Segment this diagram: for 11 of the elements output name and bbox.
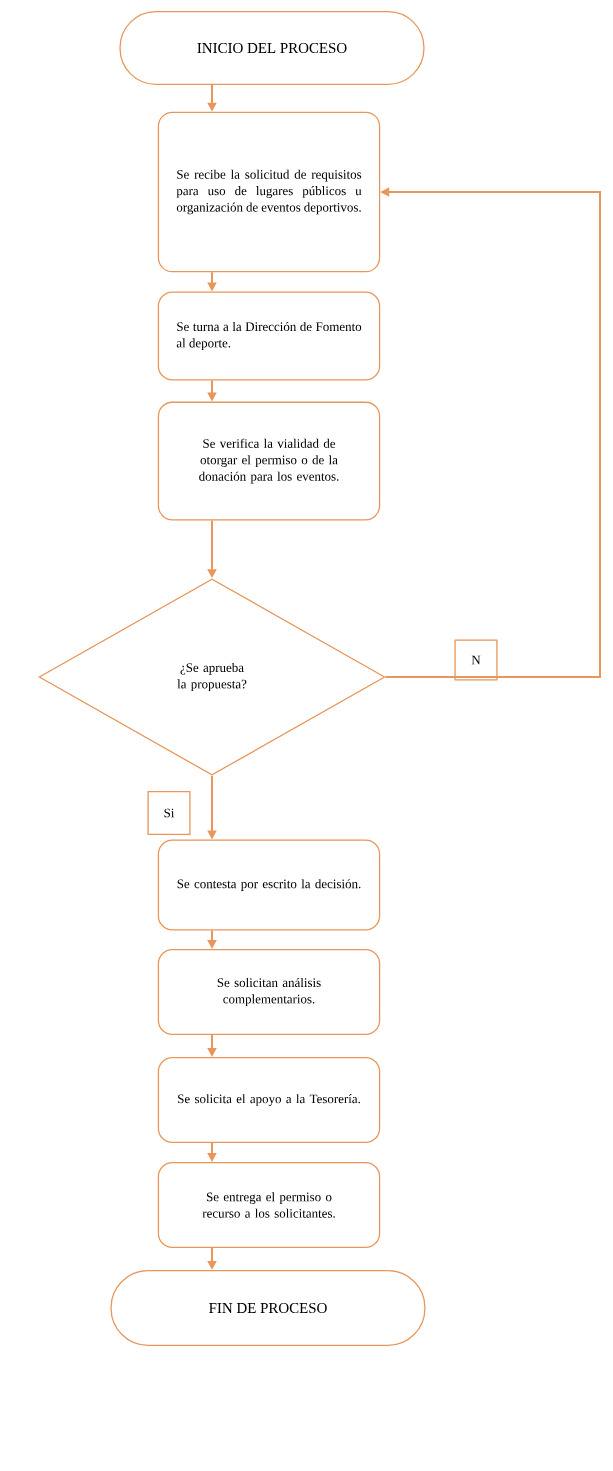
process-box: Se entrega el permiso o recurso a los solicitantes. [157, 1162, 381, 1248]
process-box: Se solicita el apoyo a la Tesorería. [157, 1057, 381, 1143]
branch-label-box: Si [147, 790, 191, 836]
start-terminal: INICIO DEL PROCESO [119, 11, 425, 86]
branch-label-box: N [454, 639, 498, 681]
process-box: Se verifica la vialidad de otorgar el permiso o de la donación para los eventos. [157, 401, 381, 521]
process-box: Se solicitan análisis complementarios. [157, 949, 381, 1035]
end-terminal: FIN DE PROCESO [110, 1270, 426, 1346]
process-box: Se recibe la solicitud de requisitos para uso de lugares públicos u organización de eventos deportivos. [157, 111, 381, 273]
process-box: Se contesta por escrito la decisión. [157, 839, 381, 931]
process-box: Se turna a la Dirección de Fomento al deporte. [157, 291, 381, 381]
